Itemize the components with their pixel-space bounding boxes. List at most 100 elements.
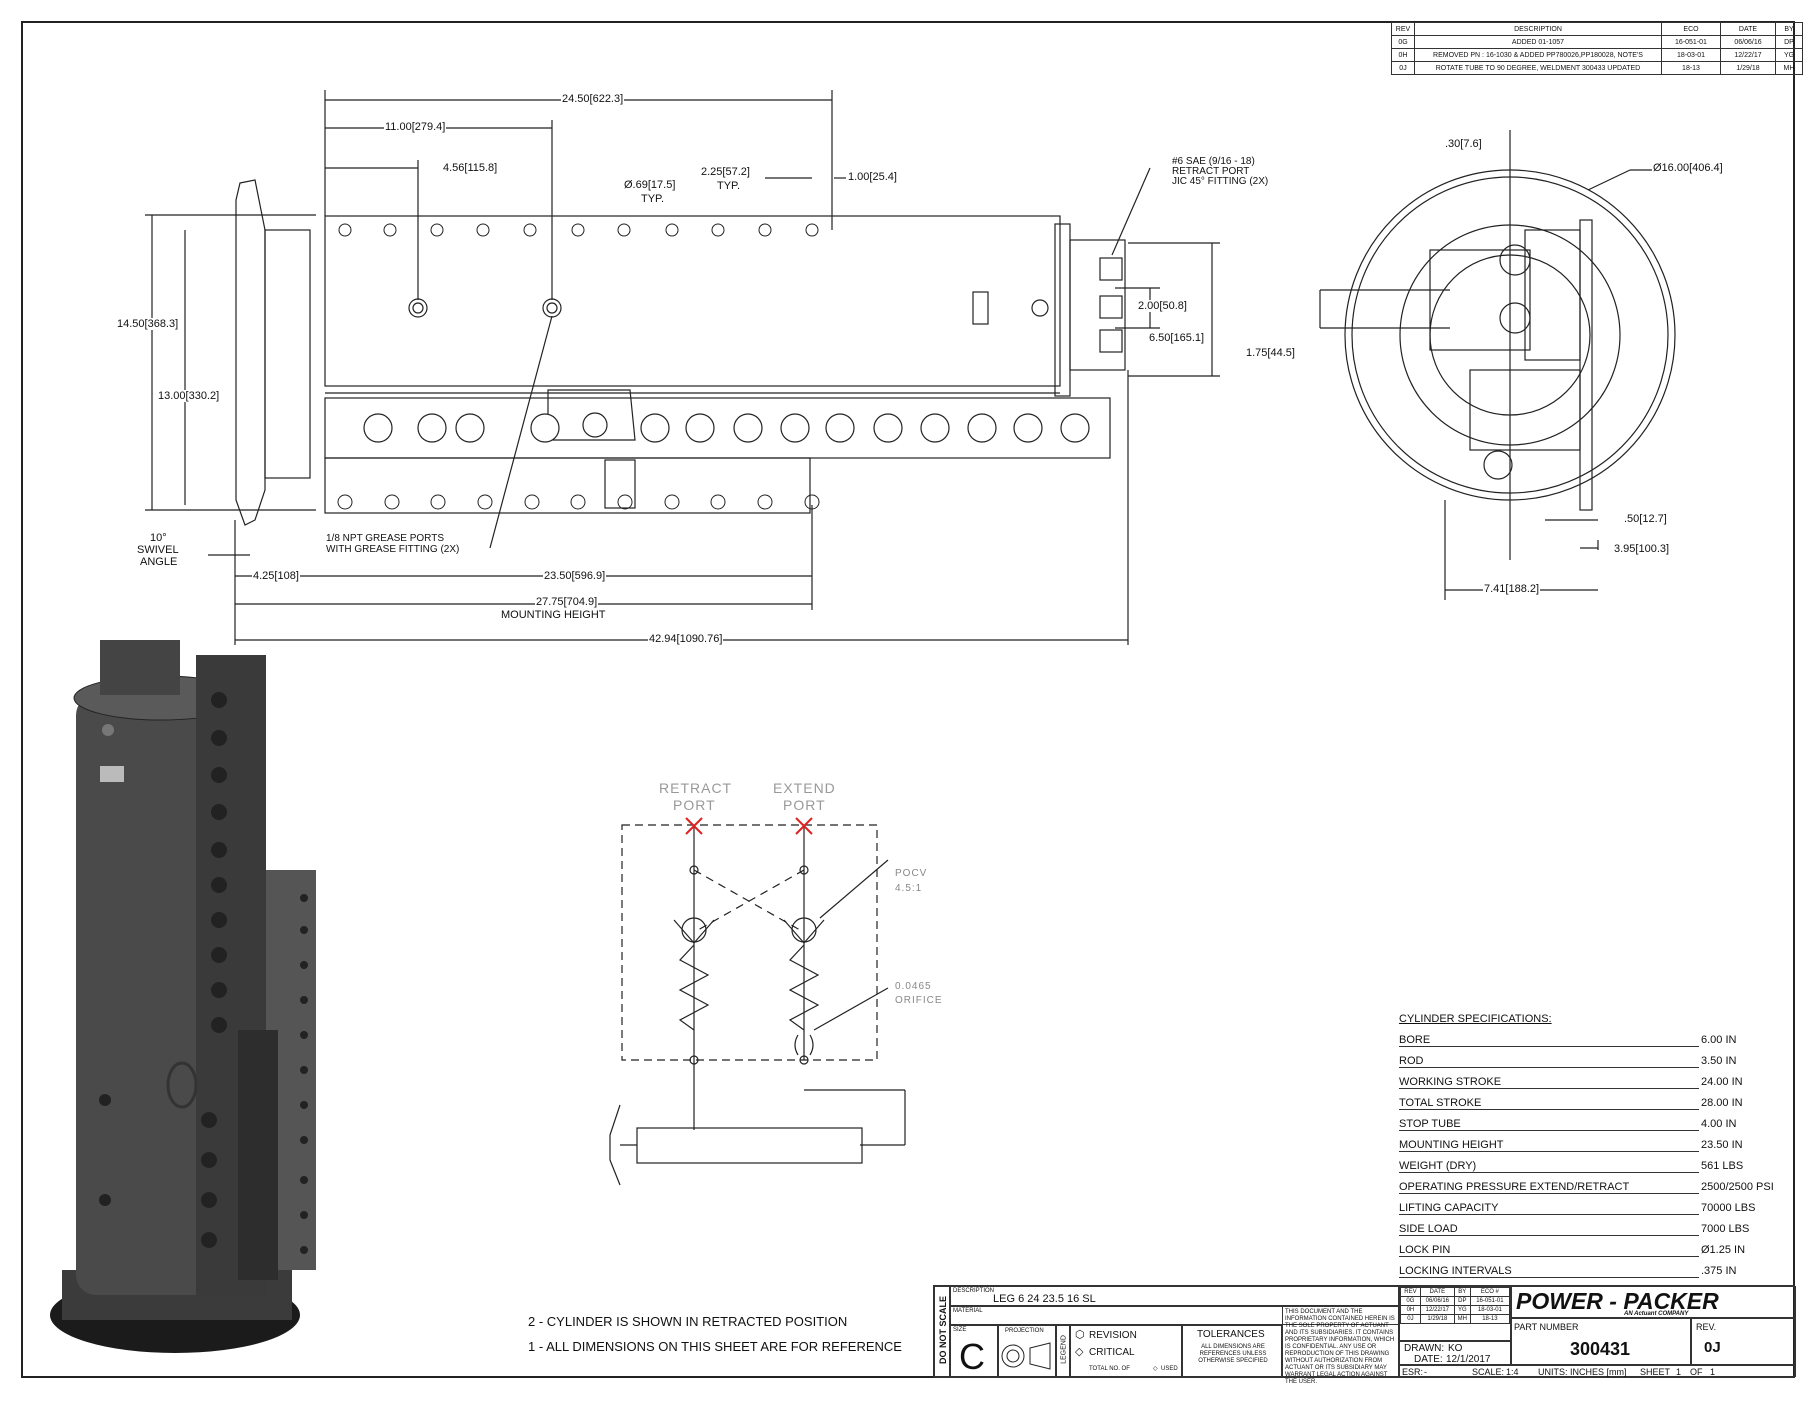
spec-label: SIDE LOAD <box>1399 1223 1460 1235</box>
dim-6-50: 6.50[165.1] <box>1148 332 1206 344</box>
dim-7-41: 7.41[188.2] <box>1483 583 1541 595</box>
spec-value: Ø1.25 IN <box>1701 1244 1746 1256</box>
sheet-number: 1 <box>1676 1367 1682 1377</box>
description-cell: DESCRIPTION LEG 6 24 23.5 16 SL <box>950 1286 1399 1306</box>
spec-value: 7000 LBS <box>1701 1223 1750 1235</box>
dim-4-25: 4.25[108] <box>252 570 300 582</box>
confidential-cell: THIS DOCUMENT AND THE INFORMATION CONTAI… <box>1282 1306 1399 1385</box>
dim-27-75: 27.75[704.9] <box>535 596 599 608</box>
mini-revision-row: 0H 12/22/17 YG 18-03-01 <box>1400 1305 1511 1315</box>
mini-cell: DP <box>1453 1296 1471 1306</box>
pocv-label2: 4.5:1 <box>895 883 923 894</box>
size-label: SIZE <box>953 1327 967 1333</box>
retract-port-label1: RETRACT <box>659 780 733 796</box>
confidential-note: THIS DOCUMENT AND THE INFORMATION CONTAI… <box>1285 1309 1395 1385</box>
spec-row: LIFTING CAPACITY 70000 LBS <box>1399 1199 1789 1220</box>
spec-row: LOCK PIN Ø1.25 IN <box>1399 1241 1789 1262</box>
hexagon-icon: ⬡ <box>1075 1329 1085 1341</box>
projection-icon <box>1001 1342 1051 1370</box>
projection-cell: PROJECTION <box>998 1325 1056 1377</box>
mini-cell: YG <box>1453 1305 1471 1315</box>
company-logo: POWER - PACKER <box>1516 1288 1719 1314</box>
extend-port-label2: PORT <box>783 797 826 813</box>
size-value: C <box>959 1336 985 1377</box>
part-number-value: 300431 <box>1570 1339 1631 1359</box>
tolerances-label: TOLERANCES <box>1197 1329 1265 1340</box>
drawing-border <box>21 21 1795 1378</box>
dim-11-00: 11.00[279.4] <box>384 121 447 133</box>
spec-row: SIDE LOAD 7000 LBS <box>1399 1220 1789 1241</box>
company-cell: POWER - PACKER AN Actuant COMPANY <box>1511 1286 1796 1318</box>
drawn-label: DRAWN: <box>1404 1343 1445 1354</box>
dim-angle-label: ANGLE <box>139 556 179 568</box>
eco-cell: 18-13 <box>1661 61 1721 75</box>
spec-value: 70000 LBS <box>1701 1202 1756 1214</box>
mini-revision-table: REV DATE BY ECO # 0G 06/06/16 DP 16-051-… <box>1400 1287 1511 1324</box>
dim-swivel-angle: 10° <box>149 532 168 544</box>
end-cap <box>1054 223 1071 397</box>
legend-label: LEGEND <box>1060 1335 1068 1364</box>
tolerances-cell: TOLERANCES ALL DIMENSIONS ARE REFERENCES… <box>1182 1325 1282 1377</box>
sae-callout-line3: JIC 45° FITTING (2X) <box>1172 176 1269 187</box>
orifice-label2: ORIFICE <box>895 995 943 1006</box>
mini-date-header: DATE <box>1419 1287 1455 1297</box>
description-value: LEG 6 24 23.5 16 SL <box>993 1293 1096 1305</box>
total-no-label: TOTAL NO. OF <box>1089 1366 1130 1372</box>
bolt-holes <box>337 223 820 510</box>
by-cell: MH <box>1775 61 1803 75</box>
diamond-small-icon: ◇ <box>1153 1366 1158 1372</box>
esr-value: - <box>1424 1367 1427 1377</box>
mini-revision-cell: REV DATE BY ECO # 0G 06/06/16 DP 16-051-… <box>1399 1286 1511 1341</box>
revision-legend-label: REVISION <box>1089 1330 1137 1341</box>
revision-table: REV DESCRIPTION ECO DATE BY 0G ADDED 01-… <box>1391 22 1803 75</box>
spec-value: 24.00 IN <box>1701 1076 1743 1088</box>
dim-24-50: 24.50[622.3] <box>561 93 625 105</box>
dim-1-75: 1.75[44.5] <box>1245 347 1296 359</box>
mini-cell: 18-03-01 <box>1469 1305 1511 1315</box>
dim-42-94: 42.94[1090.76] <box>648 633 724 645</box>
company-subtitle: AN Actuant COMPANY <box>1624 1311 1689 1317</box>
mini-revision-row: 0J 1/29/18 MH 18-13 <box>1400 1314 1511 1324</box>
spec-value: 2500/2500 PSI <box>1701 1181 1774 1193</box>
dim-4-56: 4.56[115.8] <box>442 162 499 174</box>
note-1: 1 - ALL DIMENSIONS ON THIS SHEET ARE FOR… <box>528 1339 902 1354</box>
dim-13-00: 13.00[330.2] <box>157 390 221 402</box>
lower-plate <box>324 457 811 514</box>
port-marks <box>685 817 813 835</box>
scale-value: 1:4 <box>1506 1367 1519 1377</box>
mini-cell: 0J <box>1400 1314 1421 1324</box>
mini-rev-header: REV <box>1400 1287 1421 1297</box>
spec-row: LOCKING INTERVALS.375 IN <box>1399 1262 1789 1283</box>
cylinder-tube <box>324 215 1061 387</box>
dim-2-25-typ: TYP. <box>716 180 742 192</box>
diamond-icon: ◇ <box>1075 1346 1084 1358</box>
size-cell: SIZE C <box>950 1325 998 1377</box>
units-label: UNITS: INCHES [mm] <box>1538 1367 1627 1377</box>
esr-label: ESR: <box>1402 1367 1424 1377</box>
used-label: USED <box>1161 1366 1178 1372</box>
spec-title: CYLINDER SPECIFICATIONS: <box>1399 1013 1552 1025</box>
mini-eco-header: ECO # <box>1469 1287 1511 1297</box>
iso-bar-holes <box>201 692 308 1254</box>
dim-2-25: 2.25[57.2] <box>700 166 751 178</box>
sheet-label: SHEET <box>1640 1367 1671 1377</box>
spec-value: 23.50 IN <box>1701 1139 1743 1151</box>
mini-cell: 1/29/18 <box>1419 1314 1455 1324</box>
spec-label: STOP TUBE <box>1399 1118 1463 1130</box>
date-value: 12/1/2017 <box>1446 1354 1491 1365</box>
mini-cell: 0H <box>1400 1305 1421 1315</box>
dim-2-00: 2.00[50.8] <box>1137 300 1188 312</box>
spec-label: LIFTING CAPACITY <box>1399 1202 1501 1214</box>
sae-callout-line2: RETRACT PORT <box>1172 166 1250 177</box>
spec-label: LOCK PIN <box>1399 1244 1453 1256</box>
date-label: DATE: <box>1414 1354 1443 1365</box>
swivel-foot <box>235 179 266 526</box>
dim-3-95: 3.95[100.3] <box>1613 543 1671 555</box>
material-label: MATERIAL <box>953 1308 983 1314</box>
of-label: OF <box>1690 1367 1703 1377</box>
sae-callout-line1: #6 SAE (9/16 - 18) <box>1172 156 1255 167</box>
isometric-view <box>50 640 316 1353</box>
